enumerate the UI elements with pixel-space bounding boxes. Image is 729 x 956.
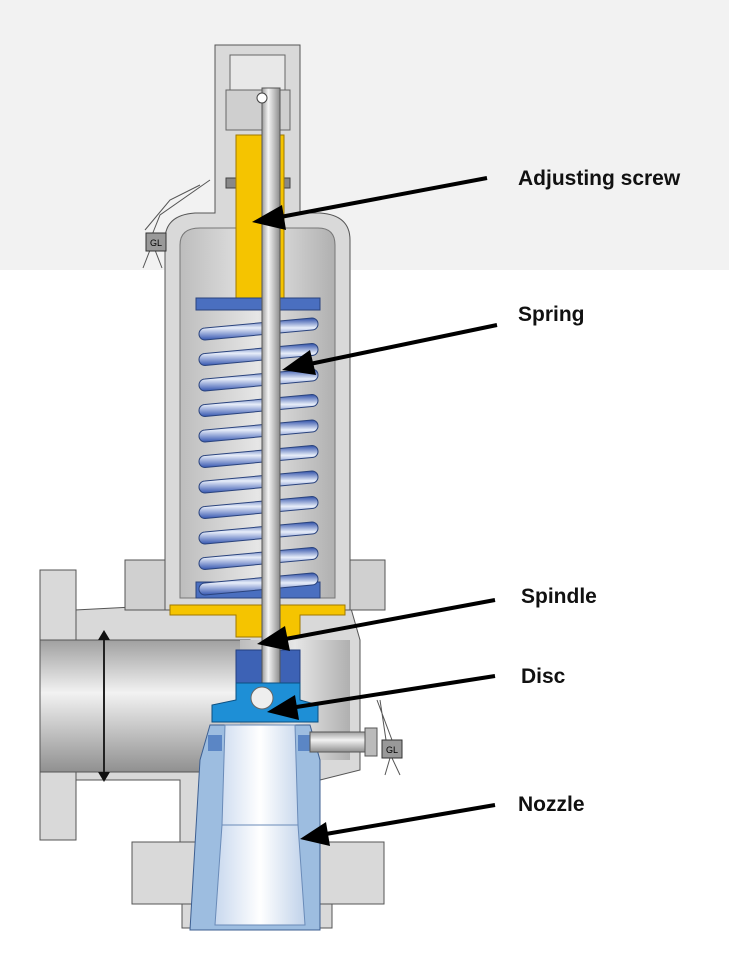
- label-adjusting-screw: Adjusting screw: [518, 167, 681, 190]
- spring-coil: [198, 470, 319, 494]
- svg-text:GL: GL: [386, 745, 398, 755]
- spring-coil: [198, 317, 319, 341]
- spindle-eye: [256, 92, 268, 104]
- label-spring: Spring: [518, 303, 585, 326]
- label-disc: Disc: [521, 665, 566, 688]
- seal-wire: [142, 179, 401, 776]
- upper-spring-plate: [195, 297, 321, 311]
- spring-coil: [198, 572, 319, 596]
- spring-coil: [198, 546, 319, 571]
- seal-tag-top: GL: [145, 232, 167, 252]
- svg-text:GL: GL: [150, 238, 162, 248]
- nozzle: [189, 724, 321, 931]
- arrow-spring: [304, 323, 498, 367]
- spring: [198, 317, 319, 596]
- arrow-adjusting-screw: [274, 176, 488, 220]
- spring-coil: [198, 368, 319, 392]
- spindle: [261, 87, 281, 689]
- spring-coil: [198, 419, 319, 443]
- label-spindle: Spindle: [521, 585, 597, 608]
- arrow-spindle: [279, 598, 496, 642]
- seal-tag-bottom: GL: [381, 739, 403, 759]
- spring-coil: [198, 342, 319, 367]
- arrowheads: [252, 205, 330, 846]
- callout-arrows: [274, 176, 498, 837]
- arrow-nozzle: [319, 803, 496, 837]
- arrow-disc: [289, 674, 496, 710]
- test-gag: [309, 731, 366, 753]
- spring-coil: [198, 393, 319, 418]
- spring-coil: [198, 495, 319, 520]
- label-nozzle: Nozzle: [518, 793, 585, 816]
- background-band: [0, 0, 729, 270]
- spring-coil: [198, 444, 319, 469]
- gag-nut: [364, 727, 378, 757]
- spring-coil: [198, 521, 319, 545]
